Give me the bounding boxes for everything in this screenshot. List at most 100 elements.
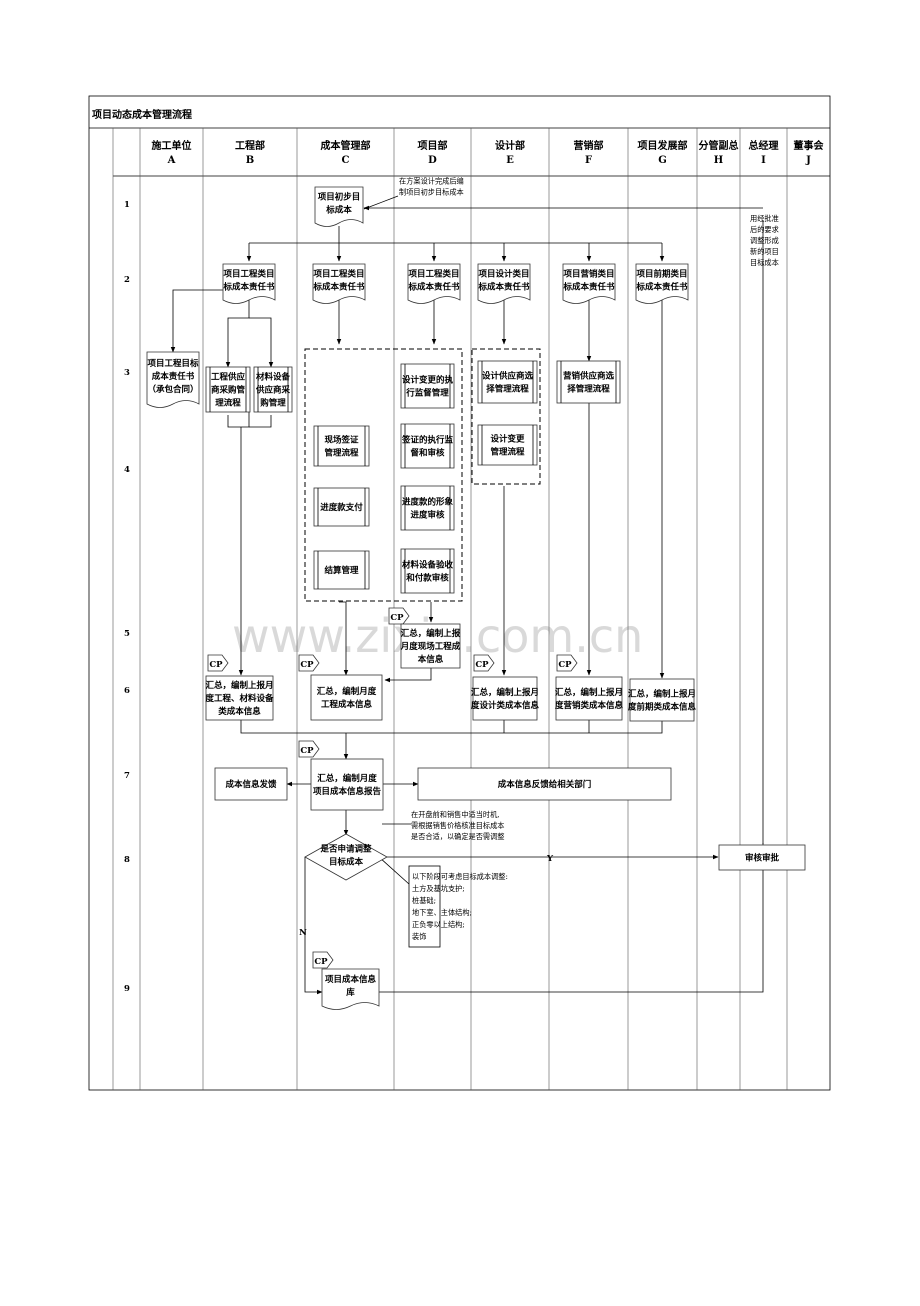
eng-supplier-process-line: 理流程 <box>215 398 241 409</box>
settlement-management-line: 结算管理 <box>324 565 359 576</box>
visa-review-shape <box>400 423 455 469</box>
design-summary-shape <box>472 676 538 721</box>
resp-book-engineering-shape <box>222 263 276 304</box>
design-supplier-process-line: 择管理流程 <box>486 384 529 395</box>
design-summary-line: 度设计类成本信息 <box>471 700 540 711</box>
cp-marker-report-label: CP <box>300 746 314 756</box>
flow-arrow <box>225 300 250 368</box>
row-number: 8 <box>124 855 130 865</box>
marketing-summary-line: 度营销类成本信息 <box>555 700 624 711</box>
approval-box: 审核审批 <box>718 844 806 871</box>
contractor-contract-line: 项目工程目标 <box>147 358 199 369</box>
no-arrow <box>304 857 323 995</box>
material-supplier-process-shape <box>253 366 293 413</box>
flow-arrow <box>339 601 349 676</box>
lane-header-i: 总经理 <box>749 139 779 152</box>
note-sales-line: 在开盘前和销售中适当时机, <box>411 810 500 819</box>
note-stages-line: 装饰 <box>412 932 426 941</box>
approval-box-line: 审核审批 <box>745 853 780 864</box>
note-stages-line: 土方及基坑支护; <box>412 884 465 893</box>
progress-review-line: 进度审核 <box>410 510 445 521</box>
cost-feedback-line: 成本信息发馈 <box>225 779 277 790</box>
cp-marker-d-label: CP <box>390 613 404 623</box>
visa-review-line: 签证的执行监 <box>401 435 454 446</box>
cp-marker-d: CP <box>388 607 410 625</box>
cp-marker-b-shape <box>207 654 229 672</box>
eng-supplier-process-line: 商采购管 <box>211 385 246 396</box>
marketing-supplier-process-line: 择管理流程 <box>567 384 610 395</box>
settlement-management-text: 结算管理 <box>324 565 359 576</box>
resp-book-project-line: 项目工程类目 <box>408 269 459 280</box>
contractor-contract-line: （承包合同） <box>147 384 198 395</box>
note-stages-line: 地下室、主体结构; <box>412 908 472 917</box>
visa-review-line: 督和审核 <box>410 448 445 459</box>
cp-marker-d-shape <box>388 607 410 625</box>
material-payment-review-shape <box>400 548 455 594</box>
resp-book-engineering-line: 项目工程类目 <box>223 269 274 280</box>
material-supplier-process-line: 材料设备 <box>255 372 291 383</box>
cost-feedback-shape <box>214 767 288 801</box>
cp-marker-c-label: CP <box>300 660 314 670</box>
no-label: N <box>299 928 307 938</box>
cp-marker-e-shape <box>473 654 495 672</box>
progress-review-shape <box>400 485 455 531</box>
cp-marker-db: CP <box>312 951 334 969</box>
site-visa-process-line: 管理流程 <box>324 448 359 459</box>
project-site-summary-line: 汇总，编制上报 <box>401 628 461 639</box>
note-ceo-line: 用经批准 <box>750 214 779 223</box>
resp-book-development-shape <box>635 263 689 304</box>
flow-connectors <box>170 195 764 995</box>
row-number: 3 <box>124 368 130 378</box>
resp-book-cost-line: 标成本责任书 <box>312 282 365 293</box>
note-ceo-line: 目标成本 <box>750 258 779 267</box>
lane-header-a: 施工单位 <box>152 139 192 152</box>
cp-marker-e-label: CP <box>475 660 489 670</box>
engineering-summary-shape <box>205 675 274 721</box>
resp-book-development-line: 项目前期类目 <box>636 269 687 280</box>
engineering-summary-line: 度工程、材料设备 <box>205 693 274 704</box>
lane-header-g: 项目发展部 <box>638 139 688 152</box>
cp-marker-f-shape <box>556 654 578 672</box>
design-change-supervision-line: 行监督管理 <box>405 388 449 399</box>
feedback-to-departments-shape <box>417 767 672 801</box>
cp-marker-report: CP <box>298 740 320 758</box>
site-visa-process-line: 现场签证 <box>324 435 359 446</box>
flow-arrow <box>249 317 274 368</box>
row-number: 6 <box>124 686 130 696</box>
lane-code-e: E <box>506 155 514 166</box>
design-change-process-line: 设计变更 <box>490 434 525 445</box>
design-change-supervision-line: 设计变更的执 <box>402 375 454 386</box>
project-site-summary-line: 本信息 <box>418 654 444 665</box>
cp-marker-f: CP <box>556 654 578 672</box>
material-supplier-process-line: 供应商采 <box>255 385 291 396</box>
marketing-supplier-process-line: 营销供应商选 <box>563 371 615 382</box>
contractor-contract-shape <box>146 351 200 408</box>
note-stages-text: 以下阶段可考虑目标成本调整:土方及基坑支护;桩基础;地下室、主体结构;正负零以上… <box>412 872 508 941</box>
